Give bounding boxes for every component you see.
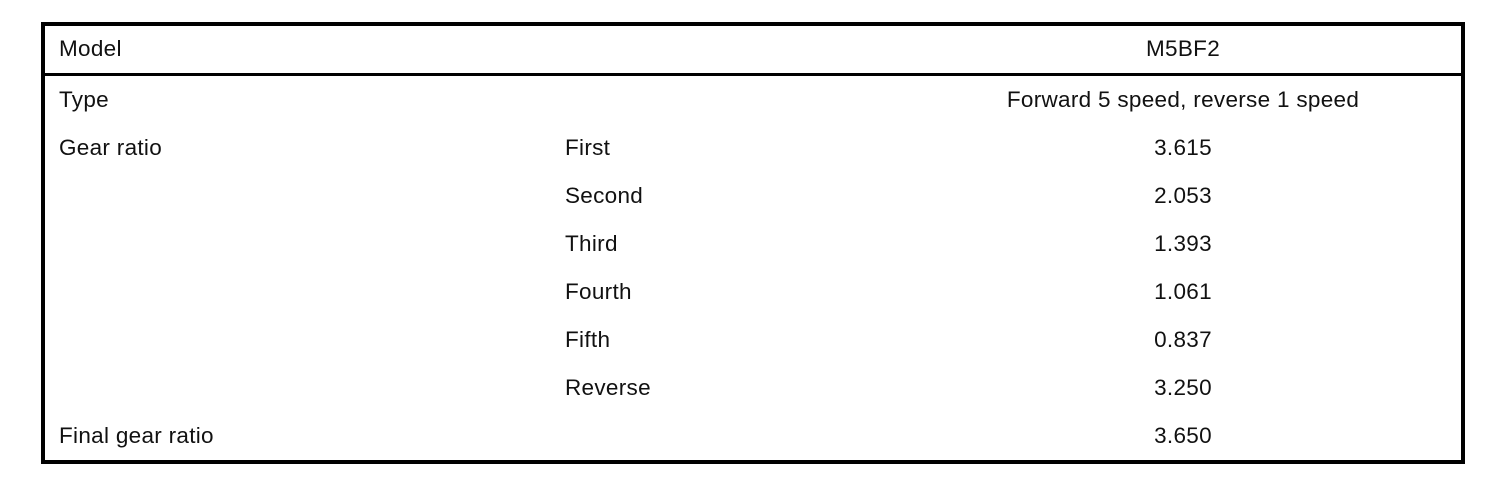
gear-value-first: 3.615 xyxy=(1154,134,1212,160)
gear-name-reverse: Reverse xyxy=(565,374,651,400)
gear-value-fifth: 0.837 xyxy=(1154,326,1212,352)
table-row-model: Model M5BF2 xyxy=(45,26,1461,76)
table-row-gear-first: Gear ratio First 3.615 xyxy=(45,124,1461,172)
model-value: M5BF2 xyxy=(1145,36,1221,62)
gear-ratio-spec-table: Model M5BF2 Type Forward 5 speed, revers… xyxy=(41,22,1465,464)
type-value: Forward 5 speed, reverse 1 speed xyxy=(1006,86,1360,112)
type-label: Type xyxy=(59,86,109,112)
final-gear-ratio-label: Final gear ratio xyxy=(59,422,214,448)
table-row-gear-third: Third 1.393 xyxy=(45,220,1461,268)
gear-name-third: Third xyxy=(565,230,618,256)
gear-name-first: First xyxy=(565,134,611,160)
gear-name-second: Second xyxy=(565,182,644,208)
gear-name-fourth: Fourth xyxy=(565,278,632,304)
table-row-gear-reverse: Reverse 3.250 xyxy=(45,364,1461,412)
gear-ratio-label: Gear ratio xyxy=(59,134,163,160)
gear-value-reverse: 3.250 xyxy=(1154,374,1212,400)
table-row-final-gear-ratio: Final gear ratio 3.650 xyxy=(45,412,1461,460)
gear-value-fourth: 1.061 xyxy=(1154,278,1212,304)
table-row-gear-second: Second 2.053 xyxy=(45,172,1461,220)
table-row-gear-fifth: Fifth 0.837 xyxy=(45,316,1461,364)
final-gear-ratio-value: 3.650 xyxy=(1154,422,1212,448)
table-row-gear-fourth: Fourth 1.061 xyxy=(45,268,1461,316)
gear-value-second: 2.053 xyxy=(1154,182,1212,208)
table-row-type: Type Forward 5 speed, reverse 1 speed xyxy=(45,76,1461,124)
model-label: Model xyxy=(59,36,122,62)
gear-value-third: 1.393 xyxy=(1154,230,1212,256)
gear-name-fifth: Fifth xyxy=(565,326,611,352)
